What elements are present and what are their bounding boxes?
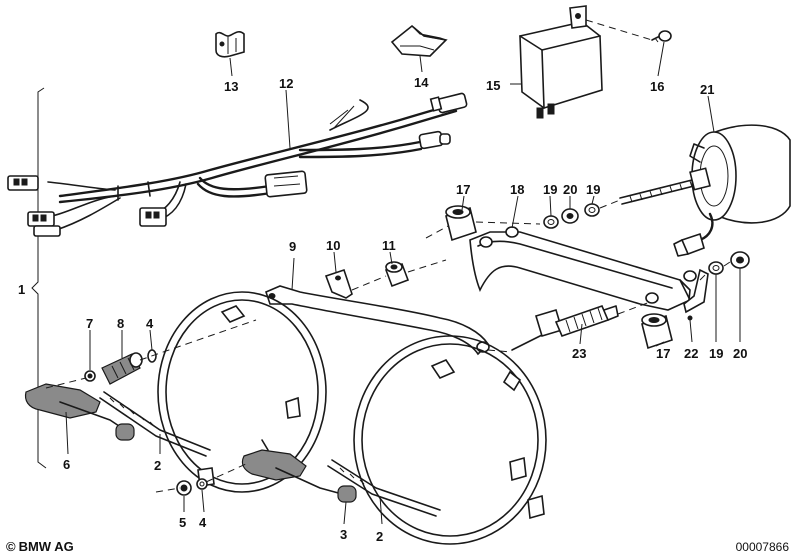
callout-labels: 1 2 2 3 4 4 5 6 7 8 9 10 11 12 13 14 15 … (18, 75, 747, 544)
callout-12: 12 (279, 76, 293, 91)
copyright-symbol: © (6, 539, 16, 554)
callout-21: 21 (700, 82, 714, 97)
callout-1: 1 (18, 282, 25, 297)
wiper-motor-3 (241, 439, 357, 503)
callout-19a: 19 (543, 182, 557, 197)
callout-9: 9 (289, 239, 296, 254)
callout-14: 14 (414, 75, 429, 90)
callout-8: 8 (117, 316, 124, 331)
bracket-10 (324, 268, 353, 299)
callout-20b: 20 (733, 346, 747, 361)
spacer-17-bottom (641, 313, 673, 350)
callout-20a: 20 (563, 182, 577, 197)
wiring-harness (7, 92, 468, 237)
sleeve-8 (101, 352, 143, 385)
washer-19-top-b (584, 203, 600, 217)
spacer-17-top (445, 205, 477, 242)
bracket-18 (469, 226, 692, 311)
callout-18: 18 (510, 182, 524, 197)
nut-20-top (561, 208, 579, 224)
washer-4-lower (196, 478, 208, 490)
bushing-11 (384, 261, 410, 288)
bracket-22 (683, 268, 709, 321)
callout-10: 10 (326, 238, 340, 253)
clip-13 (215, 30, 245, 58)
adjusting-screw-23 (511, 304, 619, 351)
nut-5 (176, 480, 192, 496)
callout-6: 6 (63, 457, 70, 472)
callout-4b: 4 (199, 515, 207, 530)
headlight-ring-left (157, 291, 327, 493)
relay-15 (519, 5, 603, 119)
callout-4a: 4 (146, 316, 154, 331)
leader-lines (65, 41, 741, 525)
callout-16: 16 (650, 79, 664, 94)
screw-16 (585, 19, 672, 43)
clip-14 (390, 24, 448, 57)
callout-2b: 2 (376, 529, 383, 544)
callout-22: 22 (684, 346, 698, 361)
callout-7: 7 (86, 316, 93, 331)
callout-19b: 19 (586, 182, 600, 197)
wiper-motor-6 (24, 383, 135, 441)
callout-19c: 19 (709, 346, 723, 361)
callout-11: 11 (382, 238, 396, 253)
brand-mark: © BMW AG (6, 539, 74, 554)
callout-23: 23 (572, 346, 586, 361)
callout-17b: 17 (656, 346, 670, 361)
catalog-number: 00007866 (735, 540, 789, 554)
callout-2a: 2 (154, 458, 161, 473)
motor-21 (619, 124, 791, 257)
nut-20-right (730, 251, 750, 269)
nut-7 (84, 370, 96, 382)
callout-5: 5 (179, 515, 186, 530)
brand-name: BMW AG (18, 539, 74, 554)
callout-17a: 17 (456, 182, 470, 197)
washer-19-right (708, 261, 724, 275)
headlight-ring-right (353, 335, 547, 545)
wiper-blade-2-right (327, 459, 441, 517)
washer-19-top-a (543, 215, 559, 229)
wiper-blade-2-left (99, 391, 211, 457)
group-bracket-1 (31, 87, 47, 469)
callout-15: 15 (486, 78, 500, 93)
assembly-lines (45, 199, 731, 493)
callout-3: 3 (340, 527, 347, 542)
callout-13: 13 (224, 79, 238, 94)
